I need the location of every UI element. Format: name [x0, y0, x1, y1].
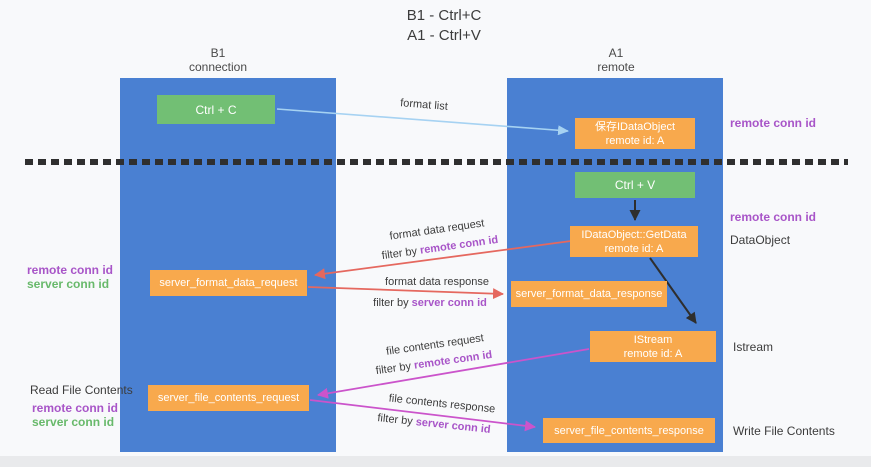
filter-by-prefix: filter by — [375, 360, 412, 378]
server-conn-id-label-left1: server conn id — [27, 277, 110, 291]
server-file-contents-response-label: server_file_contents_response — [554, 424, 704, 437]
ctrl-v-box: Ctrl + V — [575, 172, 695, 198]
bottom-strip — [0, 456, 871, 467]
server-format-data-request-label: server_format_data_request — [159, 277, 298, 289]
remote-conn-id-inline: remote conn id — [419, 233, 499, 257]
server-format-data-response-label: server_format_data_response — [515, 288, 663, 300]
lane-header-a1: A1 remote — [597, 46, 634, 74]
format-data-response-label: format data response — [385, 276, 489, 288]
getdata-remote-id: remote id: A — [604, 242, 664, 255]
remote-conn-id-label-left2: remote conn id — [32, 401, 119, 415]
server-file-contents-request-box: server_file_contents_request — [148, 385, 309, 411]
write-file-contents-label: Write File Contents — [733, 424, 835, 438]
title-line-1: B1 - Ctrl+C — [406, 7, 482, 24]
filter-by-prefix: filter by — [381, 245, 418, 263]
ctrl-v-label: Ctrl + V — [614, 178, 656, 192]
diagram-title: B1 - Ctrl+C A1 - Ctrl+V — [407, 6, 482, 46]
save-idataobject-remote-id: remote id: A — [605, 134, 665, 147]
server-file-contents-request-label: server_file_contents_request — [157, 392, 300, 404]
save-idataobject-title: 保存IDataObject — [594, 120, 676, 133]
lane-header-b1: B1 connection — [189, 46, 247, 74]
server-conn-id-inline: server conn id — [411, 297, 487, 309]
arrow-format-data-response — [307, 286, 504, 300]
remote-conn-id-label-mid: remote conn id — [730, 210, 817, 224]
remote-conn-id-label-left1: remote conn id — [27, 263, 114, 277]
filter-by-prefix: filter by — [376, 412, 414, 428]
dashed-divider — [25, 159, 848, 165]
filter-by-server-label-1: filter by server conn id — [373, 297, 487, 309]
format-list-label: format list — [399, 97, 449, 113]
lane-b1-role: connection — [188, 60, 248, 74]
filter-by-server-label-2: filter by server conn id — [377, 412, 491, 436]
server-file-contents-response-box: server_file_contents_response — [543, 418, 715, 443]
dataobject-label: DataObject — [730, 233, 791, 247]
lane-a1-role: remote — [597, 60, 635, 74]
istream-side-label: Istream — [733, 340, 774, 354]
lane-b1-name: B1 — [210, 46, 226, 60]
istream-box: IStream remote id: A — [590, 331, 716, 362]
ctrl-c-box: Ctrl + C — [157, 95, 275, 124]
ctrl-c-label: Ctrl + C — [195, 102, 237, 117]
read-file-contents-label: Read File Contents — [30, 383, 133, 397]
server-format-data-response-box: server_format_data_response — [511, 281, 667, 307]
lane-a1-name: A1 — [608, 46, 624, 60]
remote-conn-id-label-top: remote conn id — [730, 116, 817, 130]
title-line-2: A1 - Ctrl+V — [407, 27, 481, 44]
save-idataobject-box: 保存IDataObject remote id: A — [575, 118, 695, 149]
file-contents-response-label: file contents response — [388, 392, 496, 416]
server-format-data-request-box: server_format_data_request — [150, 270, 307, 296]
server-conn-id-label-left2: server conn id — [32, 415, 115, 429]
filter-by-prefix: filter by — [373, 297, 409, 309]
istream-title: IStream — [633, 333, 673, 346]
server-conn-id-inline: server conn id — [415, 416, 492, 436]
istream-remote-id: remote id: A — [623, 347, 683, 360]
getdata-box: IDataObject::GetData remote id: A — [570, 226, 698, 257]
getdata-title: IDataObject::GetData — [581, 228, 687, 241]
